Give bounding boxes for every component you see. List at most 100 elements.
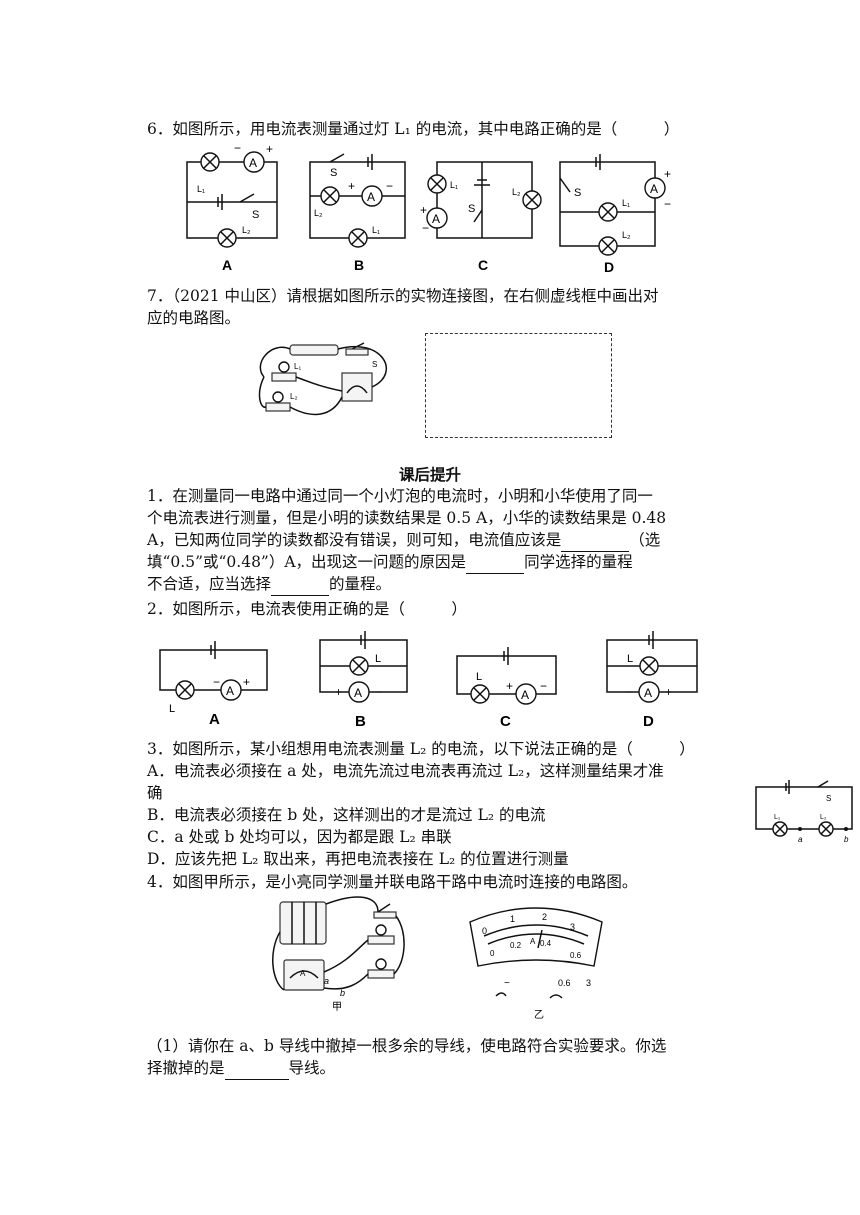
svg-text:0: 0: [482, 926, 487, 936]
p4-answer-blank[interactable]: [224, 1057, 289, 1080]
svg-text:+: +: [266, 142, 273, 156]
p1-line1: 1．在测量同一电路中通过同一个小灯泡的电流时，小明和小华使用了同一: [147, 487, 653, 505]
svg-text:L₁: L₁: [197, 184, 205, 194]
svg-text:A: A: [354, 686, 362, 700]
svg-text:−: −: [625, 685, 632, 699]
svg-text:−: −: [504, 978, 510, 989]
svg-text:+: +: [348, 179, 355, 193]
svg-text:0.4: 0.4: [540, 939, 552, 948]
svg-text:+: +: [665, 685, 672, 699]
svg-text:L₂: L₂: [314, 208, 323, 218]
svg-text:A: A: [300, 969, 306, 978]
svg-text:0.6: 0.6: [570, 951, 582, 960]
svg-text:−: −: [664, 197, 671, 211]
svg-text:0: 0: [490, 949, 495, 958]
p1-line2: 个电流表进行测量，但是小明的读数结果是 0.5 A，小华的读数结果是 0.48: [147, 509, 667, 527]
svg-text:S: S: [330, 167, 337, 179]
svg-text:S: S: [252, 209, 259, 221]
svg-text:L₁: L₁: [622, 198, 630, 208]
p2-circuit-d: L A −+ D: [606, 631, 698, 730]
p2-circuit-c: L A + − C: [456, 647, 557, 730]
p4-figure-jia-caption: 甲: [332, 1002, 342, 1013]
svg-text:a: a: [798, 835, 803, 844]
p1-answer-blank-1[interactable]: [561, 529, 630, 552]
svg-text:S: S: [826, 794, 831, 803]
p3-circuit-figure: S L₁ a L₂ b: [755, 780, 853, 844]
p3-option-a-line2: 确: [147, 784, 163, 802]
p1-answer-blank-2[interactable]: [466, 551, 525, 574]
svg-text:b: b: [844, 835, 849, 844]
svg-text:b: b: [340, 988, 345, 998]
svg-text:−: −: [540, 679, 547, 693]
p4-figure-yi-caption: 乙: [534, 1009, 544, 1021]
svg-text:+: +: [243, 675, 250, 689]
svg-text:L₁: L₁: [372, 225, 380, 235]
svg-text:−: −: [375, 685, 382, 699]
question-7-line1: 7．（2021 中山区）请根据如图所示的实物连接图，在右侧虚线框中画出对: [147, 287, 659, 305]
question-6-stem: 6．如图所示，用电流表测量通过灯 L₁ 的电流，其中电路正确的是（ ）: [147, 120, 680, 138]
q6-option-c-label: C: [478, 257, 488, 273]
svg-text:a: a: [324, 976, 329, 986]
svg-text:2: 2: [542, 912, 547, 922]
svg-text:L: L: [375, 653, 381, 665]
svg-text:A: A: [521, 688, 529, 702]
p1-line3: A，已知两位同学的读数都没有错误，则可知，电流值应该是 （选: [147, 529, 660, 552]
q6-circuit-figure: A −+ L₁ S L₂ A S A +− L₂ L₁ B L₁ A +− S …: [186, 141, 671, 275]
p4-figure-jia: A a b 甲: [272, 896, 405, 1013]
p1-line5: 不合适，应当选择 的量程。: [147, 573, 391, 596]
q6-circuit-a: A −+ L₁ S L₂ A: [186, 141, 278, 273]
svg-text:−: −: [422, 221, 429, 235]
svg-text:0.2: 0.2: [510, 941, 522, 950]
q6-option-b-label: B: [354, 257, 364, 273]
q7-answer-dashed-box[interactable]: [425, 333, 612, 438]
svg-text:L: L: [476, 671, 482, 683]
p1-line4-text-b: 同学选择的量程: [524, 553, 633, 571]
section-heading: 课后提升: [398, 465, 461, 484]
p2-option-c-label: C: [500, 713, 511, 730]
svg-text:L₂: L₂: [622, 230, 631, 240]
svg-text:L: L: [169, 703, 175, 715]
svg-text:−: −: [234, 141, 241, 155]
p1-line3-text-a: A，已知两位同学的读数都没有错误，则可知，电流值应该是: [147, 531, 562, 549]
p1-line5-text-a: 不合适，应当选择: [147, 575, 272, 593]
svg-text:+: +: [664, 167, 671, 181]
svg-text:A: A: [644, 686, 652, 700]
svg-text:A: A: [226, 684, 234, 698]
question-7-line2: 应的电路图。: [147, 309, 241, 327]
svg-text:L₂: L₂: [820, 814, 827, 821]
svg-text:S: S: [372, 360, 377, 369]
p2-option-d-label: D: [643, 713, 654, 730]
svg-text:A: A: [249, 156, 257, 170]
svg-text:L₁: L₁: [774, 814, 781, 821]
p2-option-b-label: B: [355, 713, 366, 730]
q7-physical-wiring-figure: S L₁ L₂: [258, 342, 387, 416]
p4-sub1-line2-text-b: 导线。: [288, 1059, 336, 1077]
svg-text:3: 3: [570, 922, 575, 932]
p3-option-c: C．a 处或 b 处均可以，因为都是跟 L₂ 串联: [147, 828, 452, 846]
p3-option-b: B．电流表必须接在 b 处，这样测出的才是流过 L₂ 的电流: [147, 806, 546, 824]
p1-line3-text-b: （选: [629, 531, 661, 549]
p2-circuit-a: A −+ L A: [159, 641, 268, 728]
p4-sub1-line2-text-a: 择撤掉的是: [147, 1059, 225, 1077]
svg-text:L₁: L₁: [294, 362, 301, 371]
svg-text:+: +: [335, 685, 342, 699]
svg-text:L₂: L₂: [242, 225, 251, 235]
svg-text:−: −: [386, 179, 393, 193]
p3-option-d: D．应该先把 L₂ 取出来，再把电流表接在 L₂ 的位置进行测量: [147, 850, 569, 868]
q6-circuit-b: S A +− L₂ L₁ B: [309, 153, 406, 273]
p1-line4: 填“0.5”或“0.48”）A，出现这一问题的原因是 同学选择的量程: [147, 551, 633, 574]
svg-text:A: A: [530, 937, 536, 946]
svg-text:+: +: [506, 679, 513, 693]
svg-text:L₂: L₂: [290, 392, 298, 401]
p4-stem: 4．如图甲所示，是小亮同学测量并联电路干路中电流时连接的电路图。: [147, 873, 638, 891]
svg-text:L₁: L₁: [450, 180, 458, 190]
p1-answer-blank-3[interactable]: [271, 573, 330, 596]
svg-text:0.6: 0.6: [558, 978, 571, 988]
svg-text:S: S: [574, 187, 581, 199]
p3-option-a-line1: A．电流表必须接在 a 处，电流先流过电流表再流过 L₂，这样测量结果才准: [147, 762, 664, 780]
svg-text:+: +: [420, 203, 427, 217]
svg-text:S: S: [468, 203, 475, 215]
p1-line5-text-b: 的量程。: [329, 575, 392, 593]
svg-text:3: 3: [586, 978, 591, 988]
p2-option-a-label: A: [209, 711, 220, 728]
